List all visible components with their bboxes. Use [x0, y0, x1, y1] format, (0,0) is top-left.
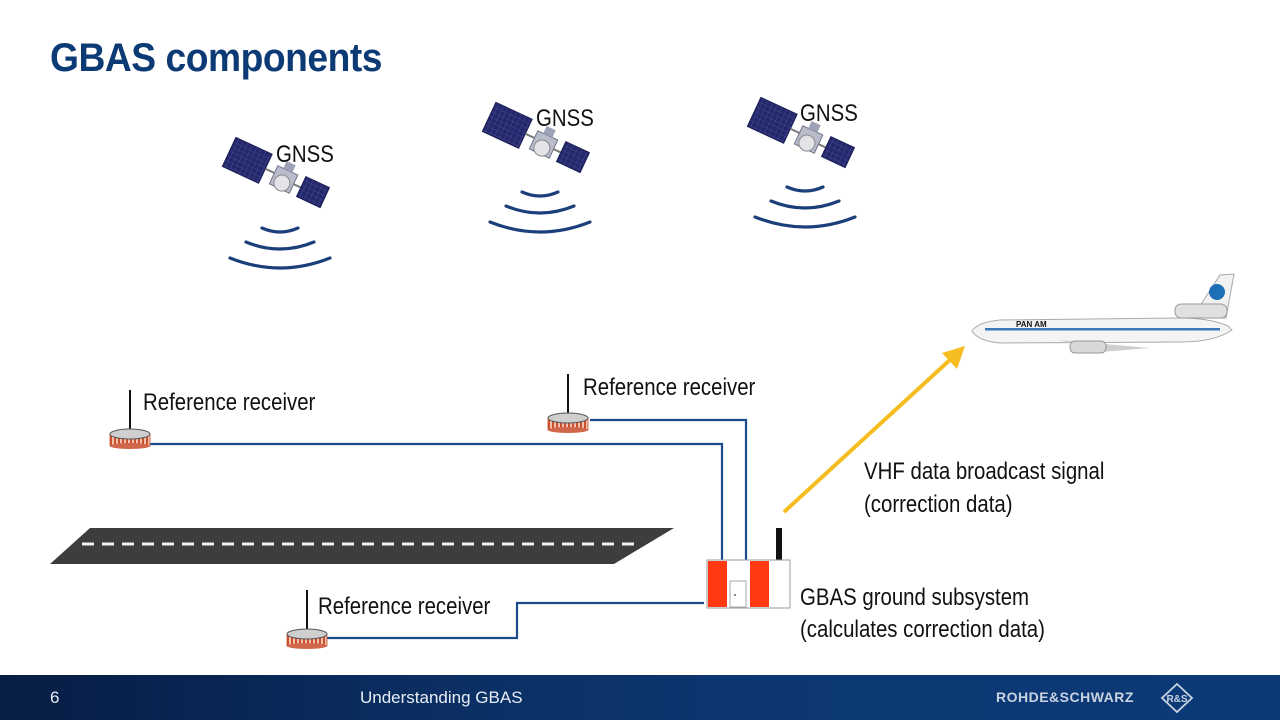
- reference-receiver-label: Reference receiver: [583, 374, 756, 401]
- brand-name: ROHDE&SCHWARZ: [996, 689, 1134, 705]
- page-number: 6: [50, 688, 60, 707]
- gbas-diagram: PAN AM: [50, 96, 1235, 650]
- satellite-label: GNSS: [276, 141, 334, 168]
- satellite-label: GNSS: [536, 105, 594, 132]
- page-title: GBAS components: [50, 36, 382, 80]
- signal-waves-icon: [753, 185, 857, 229]
- satellite-label: GNSS: [800, 100, 858, 127]
- data-cables: [150, 418, 748, 640]
- footer-bar: 6 Understanding GBAS ROHDE&SCHWARZ R&S: [0, 675, 1280, 720]
- vhf-broadcast-arrow: [782, 346, 965, 514]
- aircraft-icon: PAN AM: [971, 273, 1235, 354]
- ground-station-icon: [706, 528, 791, 609]
- broadcast-sublabel: (correction data): [864, 491, 1013, 518]
- reference-receiver-antenna-icon: [547, 373, 589, 434]
- footer-title: Understanding GBAS: [360, 688, 523, 707]
- runway: [50, 528, 674, 564]
- logo-text: R&S: [1166, 694, 1187, 705]
- rohde-schwarz-logo-icon: R&S: [1160, 682, 1194, 714]
- signal-waves-icon: [488, 190, 592, 234]
- aircraft-livery: PAN AM: [1016, 320, 1047, 329]
- broadcast-label: VHF data broadcast signal: [864, 458, 1105, 485]
- ground-subsystem-label: GBAS ground subsystem: [800, 584, 1030, 611]
- reference-receiver-label: Reference receiver: [318, 593, 491, 620]
- signal-waves-icon: [228, 226, 332, 270]
- ground-subsystem-sublabel: (calculates correction data): [800, 616, 1045, 643]
- reference-receiver-label: Reference receiver: [143, 389, 316, 416]
